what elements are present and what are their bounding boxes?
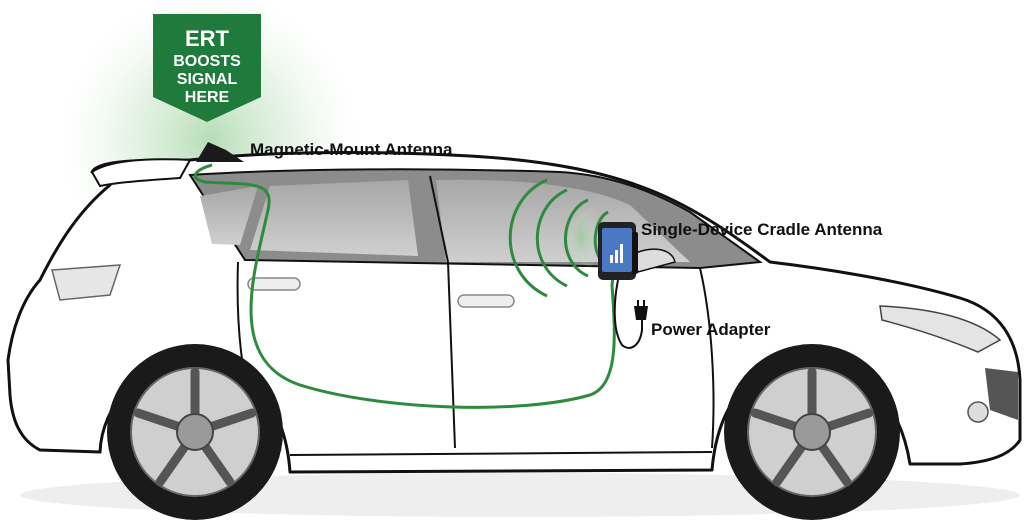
rear-door-window [250, 180, 418, 256]
headlight [879, 305, 1002, 353]
cradle-signal-waves [508, 178, 609, 298]
badge-line-1: ERT [185, 26, 230, 51]
side-mirror [631, 248, 676, 273]
rear-spoiler [90, 158, 192, 188]
fog-light [967, 401, 989, 423]
rocker-panel [289, 451, 713, 456]
power-cord [613, 279, 643, 349]
antenna-icon [196, 142, 244, 162]
cradle-antenna-label: Single-Device Cradle Antenna [641, 220, 883, 239]
rear-wheel [107, 344, 283, 520]
rear-door-handle [247, 277, 301, 291]
center-door-line [429, 175, 456, 449]
badge-line-4: HERE [185, 89, 230, 106]
antenna-cable [193, 163, 617, 409]
badge-line-3: SIGNAL [177, 71, 238, 88]
power-adapter-label: Power Adapter [651, 320, 771, 339]
front-grille [985, 368, 1018, 420]
power-plug-icon [634, 300, 648, 320]
front-door-handle [457, 294, 515, 308]
ert-badge-shape [153, 14, 261, 122]
phone-icon [598, 222, 638, 280]
rear-quarter-window [200, 186, 258, 245]
roof-antenna-label: Magnetic-Mount Antenna [250, 140, 453, 159]
tail-light [51, 264, 122, 301]
car [6, 151, 1022, 474]
ert-badge: ERT BOOSTS SIGNAL HERE [153, 14, 261, 122]
badge-line-2: BOOSTS [173, 53, 241, 70]
front-door-line [699, 267, 715, 449]
front-wheel [724, 344, 900, 520]
